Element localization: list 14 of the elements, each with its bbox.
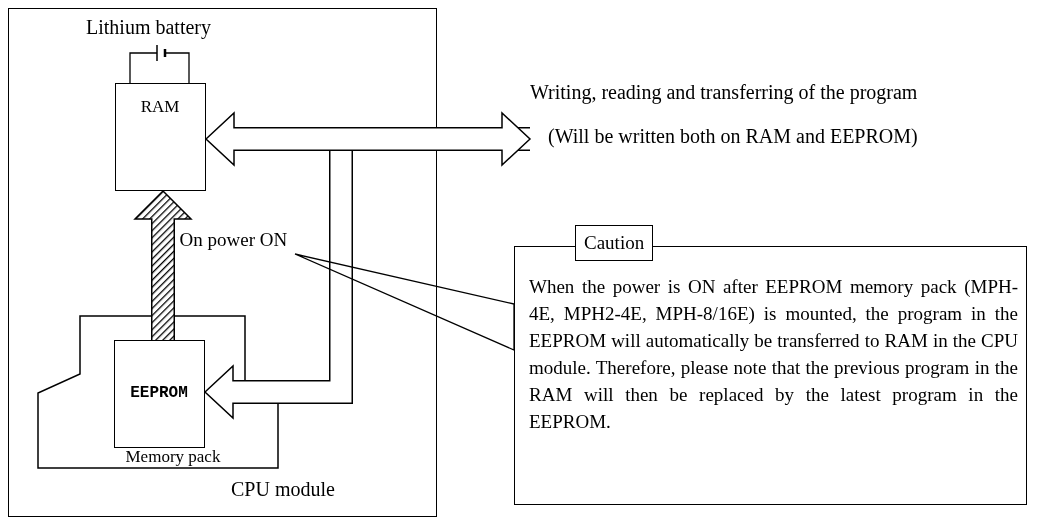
double-arrow (204, 111, 532, 167)
module-box (8, 8, 437, 517)
double-arrow (203, 127, 530, 420)
chip-label: EEPROM (129, 382, 189, 404)
pack-label: Memory pack (125, 447, 221, 466)
caution-text: When the power is ON after EEPROM memory pack (MPH-4E, MPH2-4E, MPH-8/16E) is mounted, the program in the EEPROM will automatically be transferred to RAM in the CPU module. Therefore, please note that the previous program in the RAM will then be replaced by the latest program in the EEPROM. (529, 275, 1018, 434)
hatched-arrow (133, 189, 193, 340)
battery-label: Lithium battery (86, 15, 211, 40)
annotation-text: (Will be written both on RAM and EEPROM) (547, 124, 919, 148)
chip-label: RAM (139, 95, 181, 118)
caution-tag: Caution (575, 225, 654, 261)
module-label: CPU module (231, 477, 335, 501)
annotation-text: Writing, reading and transferring of the program (530, 80, 919, 104)
callout-label: On power ON (179, 227, 289, 252)
